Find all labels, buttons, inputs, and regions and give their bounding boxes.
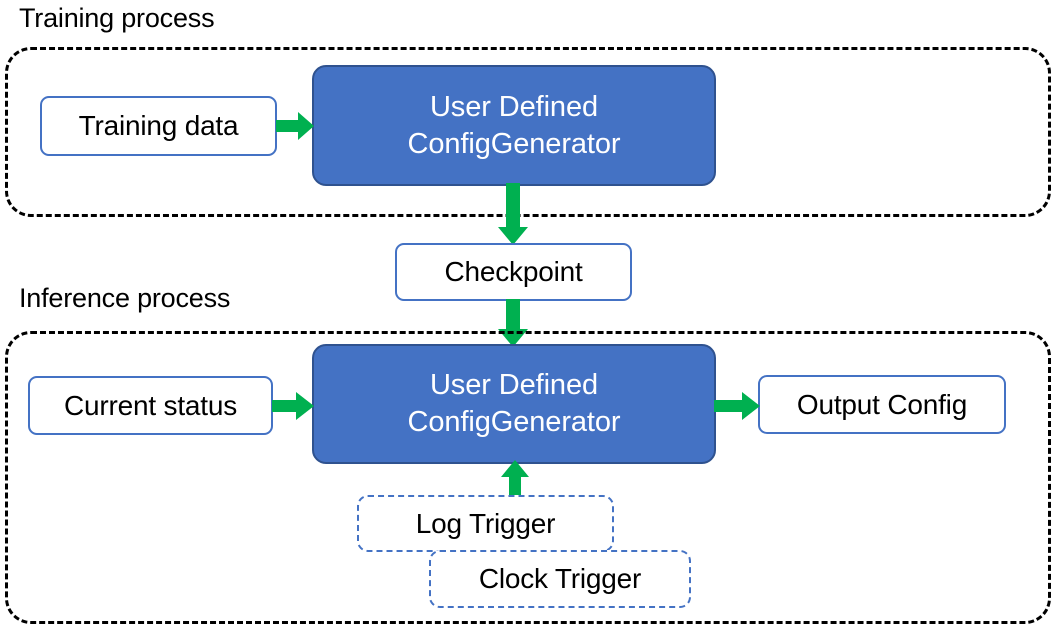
node-log-trigger[interactable]: Log Trigger: [357, 495, 614, 552]
training-generator-line-2: ConfigGenerator: [407, 127, 621, 160]
node-inference-user-defined-config-generator[interactable]: User Defined ConfigGenerator: [312, 344, 716, 464]
training-process-caption: Training process: [19, 3, 215, 33]
training-process-container: [5, 47, 1051, 217]
inference-process-container: [5, 331, 1051, 624]
node-output-config[interactable]: Output Config: [758, 375, 1006, 434]
node-clock-trigger[interactable]: Clock Trigger: [429, 550, 691, 608]
node-current-status[interactable]: Current status: [28, 376, 273, 435]
inference-generator-line-1: User Defined: [429, 369, 599, 401]
training-generator-line-1: User Defined: [429, 90, 599, 123]
node-training-user-defined-config-generator[interactable]: User Defined ConfigGenerator: [312, 65, 716, 186]
inference-generator-line-2: ConfigGenerator: [407, 406, 621, 438]
inference-process-caption: Inference process: [19, 283, 231, 313]
node-training-data[interactable]: Training data: [40, 96, 277, 156]
node-checkpoint[interactable]: Checkpoint: [395, 243, 632, 301]
